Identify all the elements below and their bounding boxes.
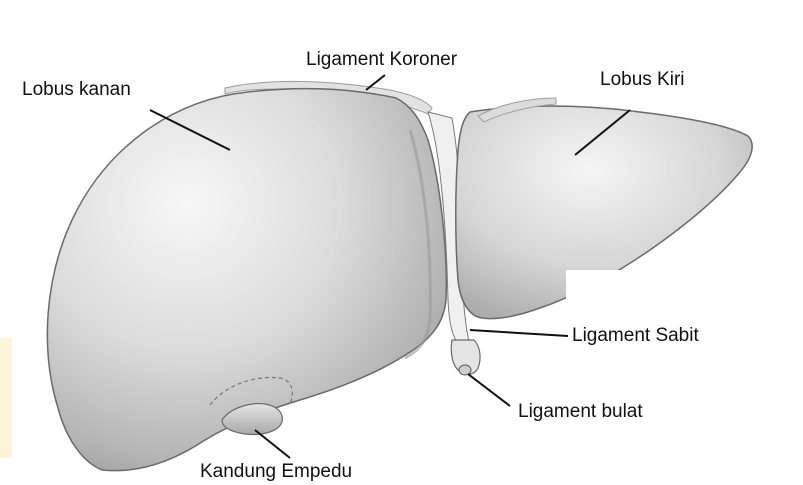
label-coronary-ligament: Ligament Koroner (306, 50, 457, 69)
label-gallbladder: Kandung Empedu (200, 462, 352, 481)
label-left-lobe: Lobus Kiri (600, 70, 685, 89)
label-falciform-ligament: Ligament Sabit (572, 326, 699, 345)
leader-falciform (470, 330, 568, 336)
label-round-ligament: Ligament bulat (518, 402, 643, 421)
label-right-lobe: Lobus kanan (22, 80, 131, 99)
leader-gallbladder (255, 430, 290, 458)
leader-round (468, 374, 510, 406)
image-patch (566, 270, 803, 314)
